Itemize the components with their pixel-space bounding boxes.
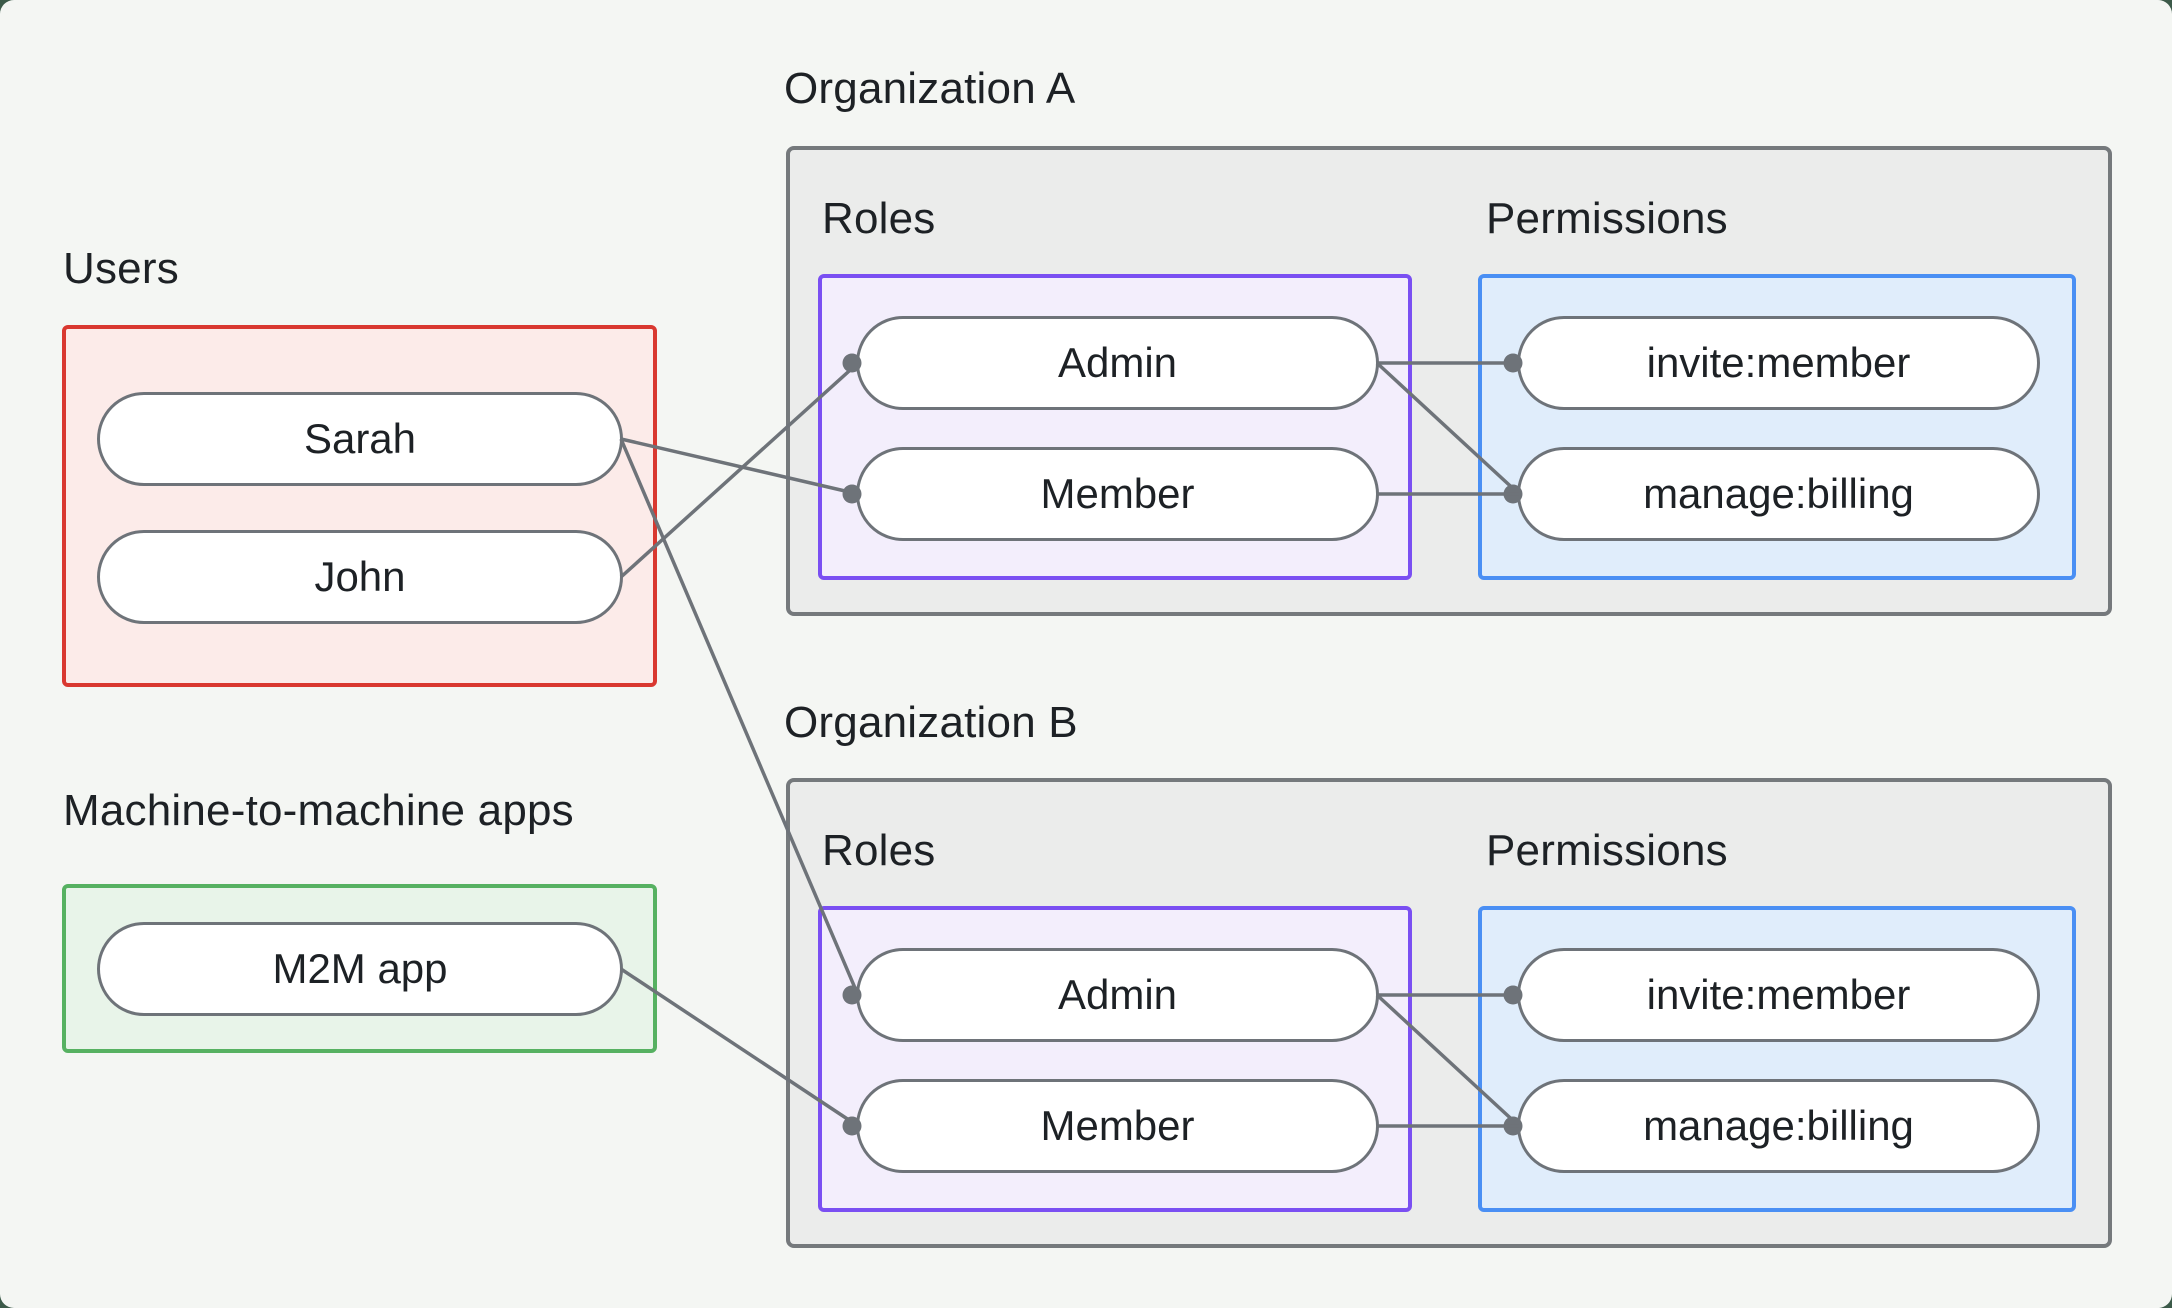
orgA-permission-pill-manage-billing: manage:billing (1517, 447, 2040, 541)
orgA-roles-label: Roles (822, 194, 936, 243)
orgA-role-pill-member: Member (856, 447, 1379, 541)
orgB-permission-pill-invite-member: invite:member (1517, 948, 2040, 1042)
orgB-title: Organization B (784, 698, 1078, 747)
users-section-title: Users (63, 244, 179, 293)
user-pill-sarah: Sarah (97, 392, 623, 486)
orgB-permission-pill-manage-billing: manage:billing (1517, 1079, 2040, 1173)
orgA-title: Organization A (784, 64, 1076, 113)
m2m-pill-app: M2M app (97, 922, 623, 1016)
user-pill-john: John (97, 530, 623, 624)
orgB-roles-label: Roles (822, 826, 936, 875)
orgB-permissions-label: Permissions (1486, 826, 1728, 875)
orgB-role-pill-admin: Admin (856, 948, 1379, 1042)
m2m-section-title: Machine-to-machine apps (63, 786, 574, 835)
orgB-role-pill-member: Member (856, 1079, 1379, 1173)
users-group-box (62, 325, 657, 687)
orgA-permissions-label: Permissions (1486, 194, 1728, 243)
orgA-permission-pill-invite-member: invite:member (1517, 316, 2040, 410)
orgA-role-pill-admin: Admin (856, 316, 1379, 410)
